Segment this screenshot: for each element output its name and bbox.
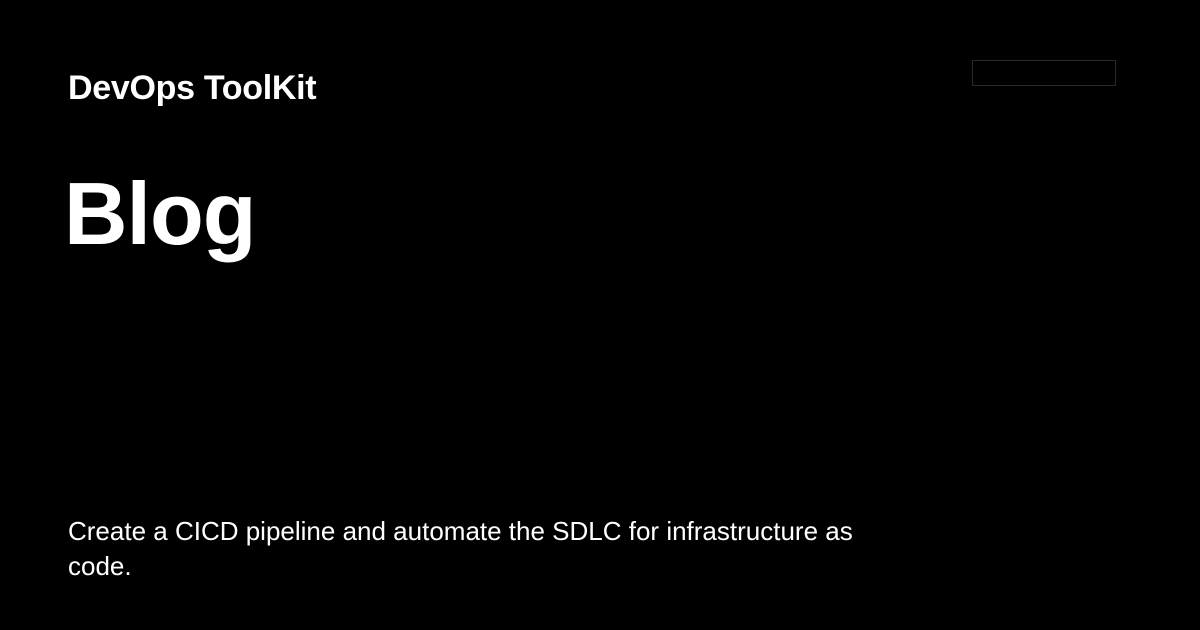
site-name: DevOps ToolKit [68, 69, 317, 107]
site-logo [972, 60, 1116, 86]
page-title: Blog [64, 164, 257, 263]
page-description: Create a CICD pipeline and automate the … [68, 516, 853, 581]
